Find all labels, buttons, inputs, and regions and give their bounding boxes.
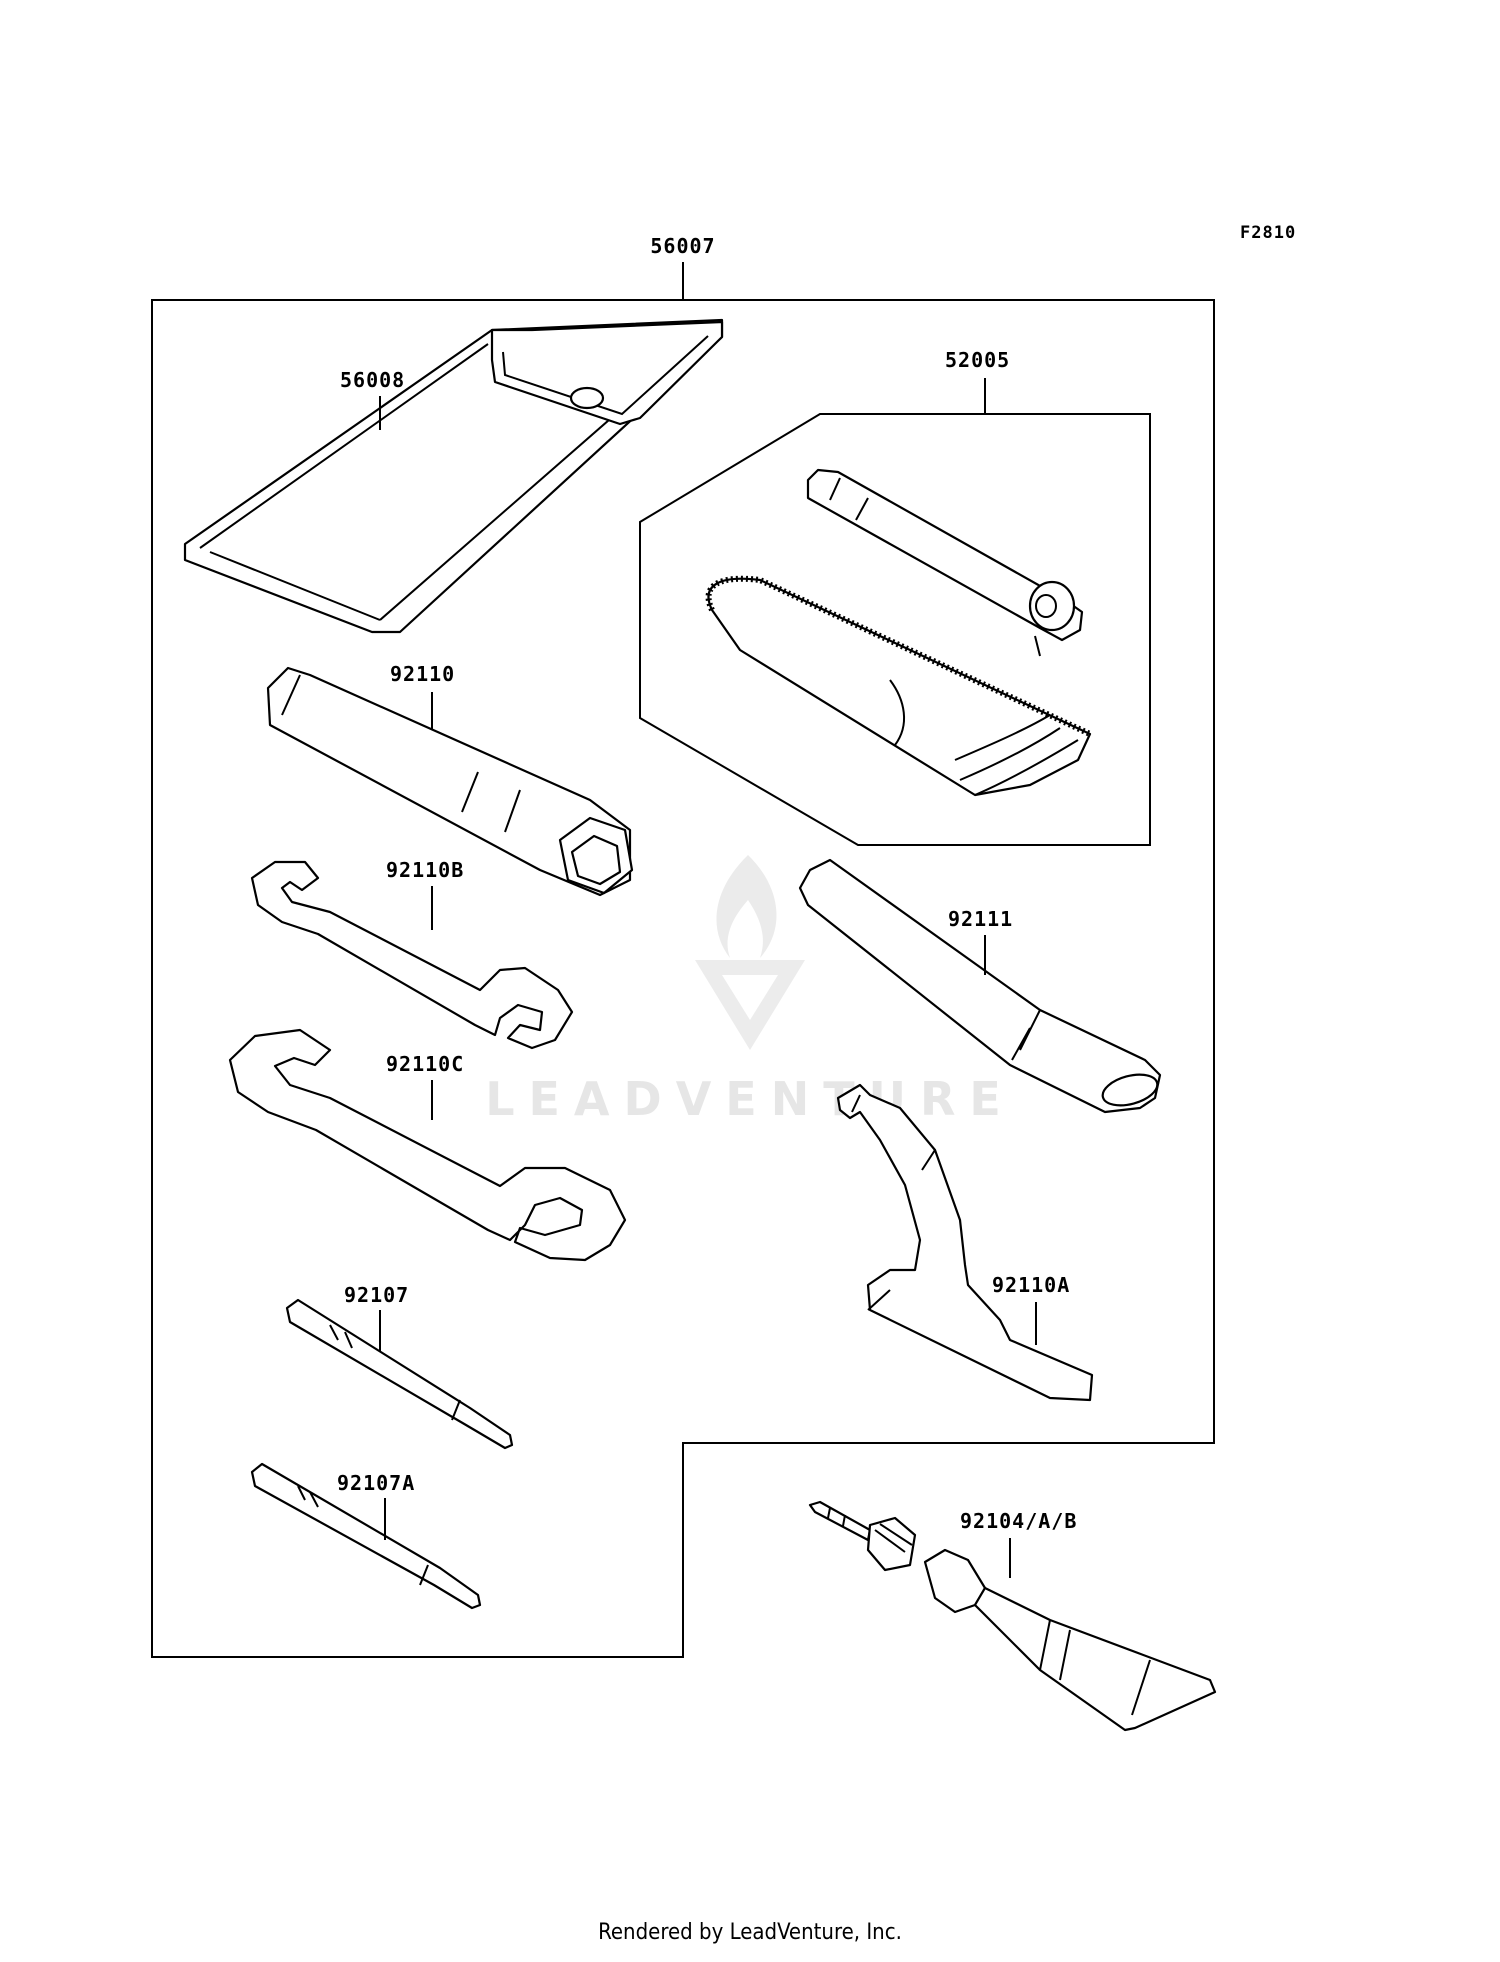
screwdriver-bit: 92107 <box>285 1283 514 1450</box>
footer-credit: Rendered by LeadVenture, Inc. <box>598 1920 902 1945</box>
hook-wrench: 92110A <box>836 1083 1094 1402</box>
part-label-52005: 52005 <box>945 348 1010 372</box>
spark-plug-wrench: 92110 <box>266 662 634 897</box>
screwdriver-bit-a: 92107A <box>250 1462 482 1610</box>
watermark-v-icon <box>695 960 805 1050</box>
part-label-92111: 92111 <box>948 907 1013 931</box>
small-wrench: 92110B <box>250 858 574 1050</box>
watermark: LEADVENTURE <box>485 855 1015 1126</box>
large-wrench: 92110C <box>228 1028 627 1262</box>
watermark-text: LEADVENTURE <box>485 1072 1015 1126</box>
snap-button <box>569 386 605 410</box>
part-label-92104-A-B: 92104/A/B <box>960 1509 1077 1533</box>
figure-code: F2810 <box>1240 223 1296 243</box>
repair-kit-frame: 52005 <box>639 348 1151 846</box>
part-label-92110C: 92110C <box>386 1052 464 1076</box>
part-label-92107: 92107 <box>344 1283 409 1307</box>
part-label-92110A: 92110A <box>992 1273 1070 1297</box>
part-label-56008: 56008 <box>340 368 405 392</box>
part-label-56007: 56007 <box>650 234 715 258</box>
grease-tube: 92104/A/B <box>808 1500 1217 1732</box>
handle-bar: 92111 <box>798 858 1162 1114</box>
part-label-92110: 92110 <box>390 662 455 686</box>
part-label-92107A: 92107A <box>337 1471 415 1495</box>
watermark-flame-icon <box>716 855 777 958</box>
tool-pouch: 56008 <box>183 318 724 634</box>
part-label-92110B: 92110B <box>386 858 464 882</box>
kit-outline: 56007 <box>151 234 1215 1658</box>
